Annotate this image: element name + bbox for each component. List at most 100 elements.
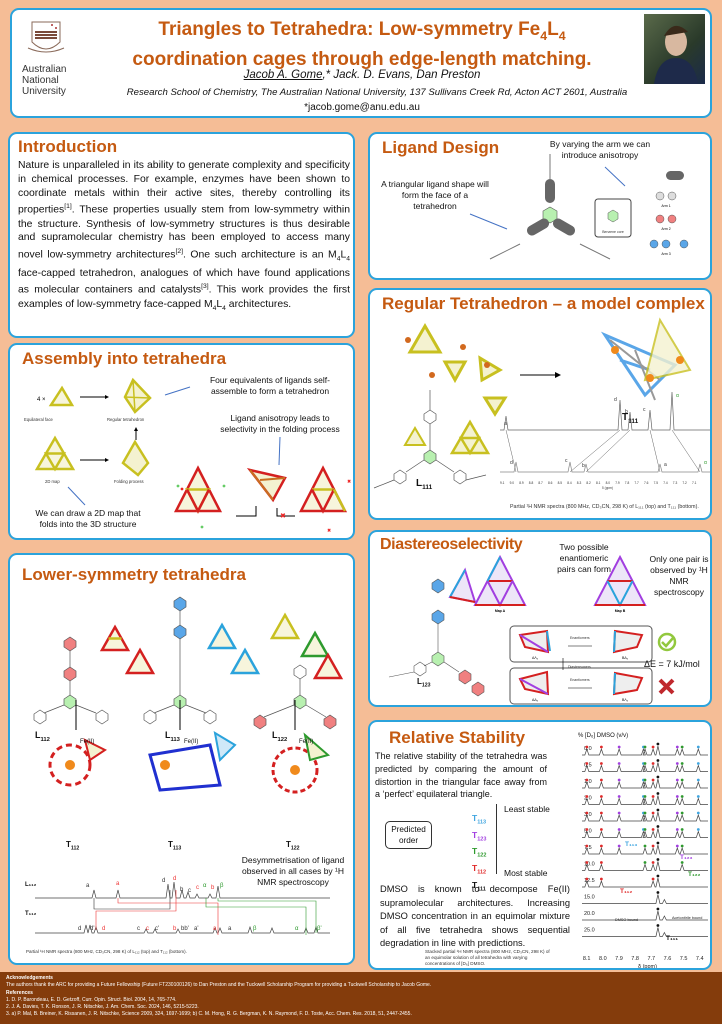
label-regular-tetrahedron: Regular tetrahedron <box>107 417 145 422</box>
peak-label: α <box>676 393 679 399</box>
peak-label: b <box>582 463 585 469</box>
peak-marker <box>696 828 700 831</box>
concentration-label: 0.5 <box>584 763 592 769</box>
peak-marker <box>656 775 660 779</box>
axis-tick: 8.2 <box>586 481 591 485</box>
predicted-order-box: Predicted order <box>385 821 432 849</box>
peak-marker <box>617 828 621 831</box>
ligand-label-l122: L122 <box>272 730 288 743</box>
peak-marker <box>585 844 589 848</box>
peak-label: a <box>664 462 667 468</box>
figure-caption: Stacked partial ¹H NMR spectra (800 MHz,… <box>425 949 550 966</box>
acknowledgements-text: The authors thank the ARC for providing … <box>6 982 432 989</box>
peak-label: α <box>704 460 707 466</box>
annotation: A triangular ligand shape will form the … <box>381 179 489 211</box>
core-label: Benzene core <box>602 230 624 234</box>
footer: Acknowledgements The authors thank the A… <box>0 972 722 1024</box>
peak-label: β <box>220 883 224 889</box>
concentration-label: 10.0 <box>584 862 595 868</box>
spectrum-bottom <box>500 461 710 473</box>
peak-label: a <box>116 881 120 887</box>
figure-caption: Partial ¹H NMR spectra (800 MHz, CD₃CN, … <box>510 504 699 510</box>
cage-label-t122: T122 <box>286 840 300 852</box>
label-equilateral-face: Equilateral face <box>24 417 54 422</box>
svg-text:Arm 2: Arm 2 <box>661 227 670 231</box>
svg-text:Enantiomers: Enantiomers <box>570 636 590 640</box>
peak-marker <box>585 762 589 765</box>
axis-tick: 8.6 <box>548 481 553 485</box>
correlation-line <box>93 890 171 910</box>
svg-text:AΔ₄: AΔ₄ <box>532 698 539 702</box>
peak-label: b <box>211 885 215 891</box>
axis-tick: 7.8 <box>625 481 630 485</box>
correlation-line <box>671 429 701 473</box>
concentration-label: 5.0 <box>584 829 592 835</box>
regular-tetrahedron-panel: Regular Tetrahedron – a model complex T1… <box>368 288 712 520</box>
concentration-label: 2.0 <box>584 796 592 802</box>
peak-marker <box>651 844 655 848</box>
section-heading: Diastereoselectivity <box>380 536 523 553</box>
order-item: T112 <box>472 863 487 876</box>
concentration-label: 15.0 <box>584 895 595 901</box>
acknowledgements-heading: Acknowledgements <box>6 975 53 981</box>
cage-label-t112: T112 <box>66 840 80 852</box>
map-b: Map B <box>593 554 647 613</box>
peak-marker <box>656 924 660 927</box>
axis-tick: 9.0 <box>510 481 515 485</box>
spectrum-bottom <box>35 924 330 934</box>
correlation-line <box>217 898 317 933</box>
section-heading: Regular Tetrahedron – a model complex <box>382 294 705 313</box>
peak-label: c <box>643 407 646 413</box>
axis-tick: 7.8 <box>631 956 639 962</box>
spectrum-trace <box>582 795 708 805</box>
annotation: Desymmetrisation of ligand observed in a… <box>241 855 345 887</box>
reference: 1. D. P. Barondeau, E. D. Getzoff, Curr.… <box>6 996 177 1003</box>
peak-marker <box>651 861 655 864</box>
axis-tick: 7.3 <box>673 481 678 485</box>
peak-marker <box>585 861 589 864</box>
svg-text:Arm 1: Arm 1 <box>661 204 670 208</box>
lower-symmetry-panel: Lower-symmetry tetrahedra L112 L113 L122… <box>8 553 355 965</box>
axis-tick: 7.9 <box>615 956 623 962</box>
references-heading: References <box>6 989 33 996</box>
order-item: T123 <box>472 829 487 843</box>
most-stable-label: Most stable <box>504 868 548 878</box>
logo-text: Australian <box>22 64 67 75</box>
axis-tick: 8.0 <box>606 481 611 485</box>
spectrum-top <box>500 391 710 431</box>
peak-marker <box>599 745 603 749</box>
spectrum-trace <box>582 828 708 838</box>
poster-header: Australian National University Triangles… <box>10 8 712 118</box>
ligand-label-l113: L113 <box>165 730 180 743</box>
peak-label: bb' <box>181 926 189 932</box>
reference: 2. J. A. Davies, T. K. Ronson, J. R. Nit… <box>6 1004 199 1011</box>
peak-marker <box>696 745 700 749</box>
axis-tick: 7.4 <box>663 481 668 485</box>
correlation-line <box>95 890 177 930</box>
peak-marker <box>585 877 589 881</box>
peak-marker <box>680 828 684 831</box>
arm-3: Arm 3 <box>649 239 689 256</box>
poster-title: Triangles to Tetrahedra: Low-symmetry Fe… <box>132 19 592 70</box>
axis-tick: 7.6 <box>644 481 649 485</box>
spectrum-trace <box>582 745 708 756</box>
lower-symmetry-structures <box>33 596 344 794</box>
svg-text:BΛ₄: BΛ₄ <box>622 698 629 702</box>
figure-caption: Partial ¹H NMR spectra (800 MHz, CD₃CN, … <box>26 949 187 954</box>
axis-tick: 8.4 <box>567 481 572 485</box>
peak-label: d <box>614 397 617 403</box>
concentration-label: 1.0 <box>584 779 592 785</box>
peak-marker <box>599 861 603 864</box>
introduction-panel: Introduction Nature is unparalleled in i… <box>8 132 355 338</box>
order-item: T113 <box>472 813 487 826</box>
cage-tag: T₁₁₂ <box>620 888 632 895</box>
reject-cross-icon: ✖ <box>280 513 286 520</box>
peak-marker <box>617 745 621 749</box>
cage-tag: T₁₂₂ <box>688 871 701 878</box>
axis-tick: 8.8 <box>529 481 534 485</box>
peak-label: c <box>188 888 191 894</box>
stability-description: The relative stability of the tetrahedra… <box>375 751 547 800</box>
peak-label: d' <box>90 926 94 932</box>
peak-label: a <box>228 926 232 932</box>
